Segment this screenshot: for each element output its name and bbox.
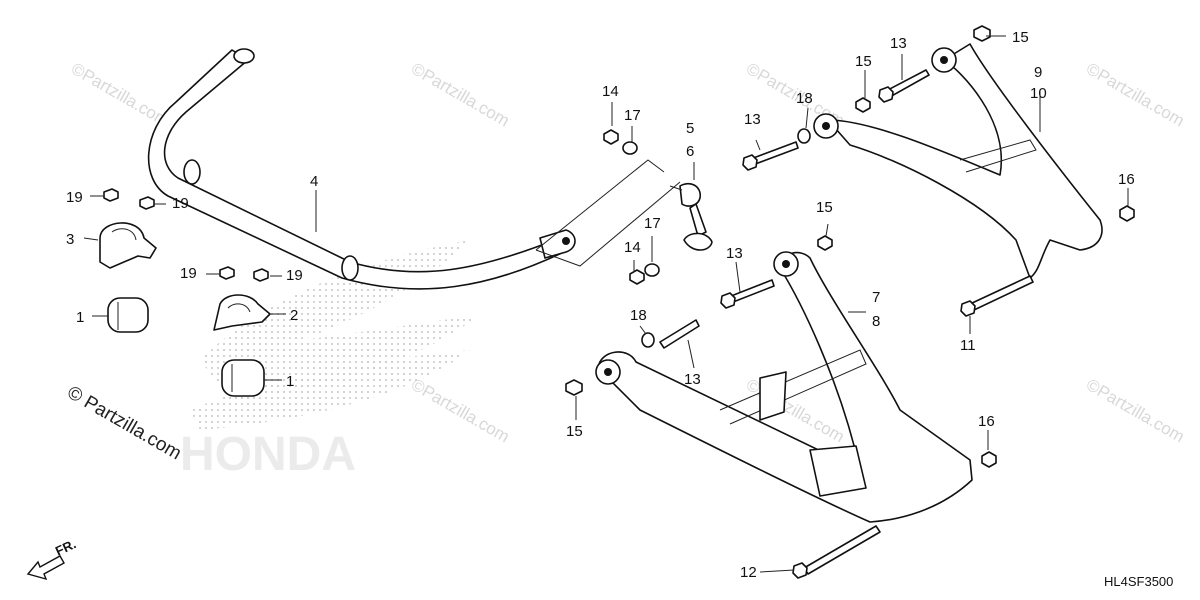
callout-1: 1 (76, 309, 84, 326)
bolts-19[interactable] (103, 188, 269, 282)
callout-10: 10 (1030, 85, 1047, 102)
bushing-1-upper[interactable] (107, 297, 149, 333)
bolt-12[interactable] (792, 525, 881, 579)
bushing-1-lower[interactable] (221, 359, 265, 397)
callout-numbers: 19 19 3 1 19 19 2 1 4 5 6 14 17 17 14 13… (66, 29, 1135, 581)
diagram-code: HL4SF3500 (1104, 574, 1173, 589)
front-label: FR. (53, 536, 78, 558)
stabilizer-bar[interactable] (147, 48, 576, 290)
callout-19: 19 (180, 265, 197, 282)
honda-brand-watermark: HONDA (180, 428, 356, 481)
callout-leaders (83, 35, 1129, 573)
nut-14-17-upper[interactable] (603, 129, 638, 155)
nuts-and-washers[interactable] (565, 25, 1135, 468)
callout-13: 13 (684, 371, 701, 388)
lower-arm[interactable] (595, 251, 973, 523)
callout-13: 13 (726, 245, 743, 262)
callout-2: 2 (290, 307, 298, 324)
callout-8: 8 (872, 313, 880, 330)
callout-6: 6 (686, 143, 694, 160)
callout-16: 16 (1118, 171, 1135, 188)
callout-15: 15 (566, 423, 583, 440)
stabilizer-link[interactable] (669, 182, 713, 251)
watermark-text: ©Partzilla.com (1083, 59, 1188, 130)
callout-7: 7 (872, 289, 880, 306)
callout-19: 19 (66, 189, 83, 206)
callout-18: 18 (630, 307, 647, 324)
watermark-text: ©Partzilla.com (408, 59, 513, 130)
callout-3: 3 (66, 231, 74, 248)
callout-19: 19 (286, 267, 303, 284)
callout-15: 15 (1012, 29, 1029, 46)
upper-arm[interactable] (813, 43, 1103, 279)
callout-17: 17 (624, 107, 641, 124)
callout-15: 15 (816, 199, 833, 216)
bolts-13[interactable] (659, 69, 930, 349)
watermark-text: ©Partzilla.com (408, 375, 513, 446)
callout-17: 17 (644, 215, 661, 232)
copyright-stamp: © Partzilla.com (64, 382, 185, 464)
callout-9: 9 (1034, 64, 1042, 81)
callout-11: 11 (960, 337, 976, 354)
callout-5: 5 (686, 120, 694, 137)
callout-19: 19 (172, 195, 189, 212)
callout-1: 1 (286, 373, 294, 390)
callout-16: 16 (978, 413, 995, 430)
nut-14-17-lower[interactable] (629, 263, 660, 285)
callout-13: 13 (890, 35, 907, 52)
front-direction-arrow: FR. (26, 536, 78, 581)
holder-bracket-3[interactable] (99, 222, 157, 269)
holder-bracket-2[interactable] (213, 294, 271, 331)
callout-14: 14 (624, 239, 641, 256)
callout-18: 18 (796, 90, 813, 107)
watermark-text: ©Partzilla.com (68, 59, 173, 130)
bolt-11[interactable] (960, 275, 1034, 317)
callout-4: 4 (310, 173, 318, 190)
callout-14: 14 (602, 83, 619, 100)
callout-13: 13 (744, 111, 761, 128)
watermark-text: ©Partzilla.com (1083, 375, 1188, 446)
callout-15: 15 (855, 53, 872, 70)
connector-lines (535, 159, 681, 267)
callout-12: 12 (740, 564, 757, 581)
